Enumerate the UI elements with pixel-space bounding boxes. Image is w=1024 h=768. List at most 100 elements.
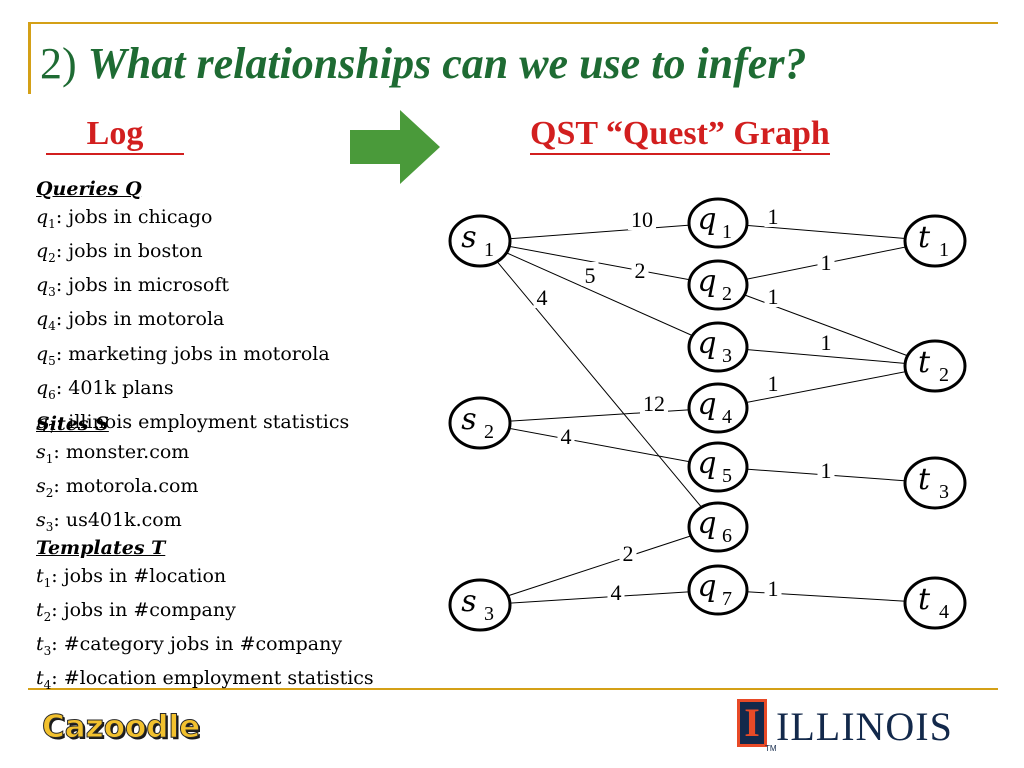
edge-label-bg [607,579,625,603]
edge-s1-q2 [479,240,719,286]
node-label-q4: q [697,387,716,422]
edge-q4-t2 [717,365,936,409]
node-label-q3: q [697,326,716,361]
node-circle [448,578,512,632]
queries-item-q4: q4: jobs in motorola [36,308,225,334]
sites-heading: Sites S [36,413,109,435]
queries-list: Queries Q q1: jobs in chicago q2: jobs in… [36,176,349,444]
title-number: 2) [40,39,77,88]
graph-heading: QST “Quest” Graph [530,115,830,155]
node-circle [687,321,749,373]
trademark: TM [765,744,777,753]
edge-weight-q7-t4: 1 [768,576,779,601]
node-label-t1: t [918,220,931,255]
queries-item-q7: q7: illinois employment statistics [36,411,350,437]
node-circle [448,396,512,450]
edge-q1-t1 [717,222,936,242]
node-circle [687,441,749,493]
edge-weight-s2-q5: 4 [561,424,572,449]
edge-label-bg [817,329,835,353]
node-subscript-t2: 2 [939,364,949,386]
edge-label-bg [533,284,551,308]
queries-item-q1: q1: jobs in chicago [36,205,213,231]
edge-label-bg [817,457,835,481]
node-subscript-s2: 2 [484,421,494,443]
node-label-s1: s [461,220,476,255]
edge-weight-s3-q7: 4 [611,580,622,605]
sites-item-s3: s3: us401k.com [36,509,182,534]
edge-label-bg [817,249,835,273]
edge-weight-s3-q6: 2 [623,541,634,566]
edge-weight-q3-t2: 1 [821,330,832,355]
node-subscript-q7: 7 [722,588,732,610]
node-label-q5: q [697,446,716,481]
node-subscript-q2: 2 [722,283,732,305]
edge-weight-q1-t1: 1 [768,204,779,229]
edge-weight-s2-q4: 12 [643,391,665,416]
templates-item-t2: t2: jobs in #company [36,598,236,624]
templates-item-t1: t1: jobs in #location [36,564,227,590]
edge-s3-q7 [479,589,719,606]
queries-item-q6: q6: 401k plans [36,376,174,402]
edge-weight-s1-q3: 5 [585,263,596,288]
node-circle [448,214,512,268]
sites-item-s2: s2: motorola.com [36,474,199,500]
node-subscript-t3: 3 [939,481,949,503]
node-subscript-t4: 4 [939,601,949,623]
node-label-t4: t [918,582,931,617]
node-label-q6: q [697,506,716,541]
edge-q2-t2 [717,284,936,367]
edge-weight-q2-t1: 1 [821,250,832,275]
title-question: What relationships can we use to infer? [87,39,807,88]
edge-q3-t2 [717,346,936,367]
footer-rule [28,688,998,690]
log-heading: Log [46,115,184,155]
right-arrow-icon [350,110,440,184]
node-label-t2: t [918,345,931,380]
node-subscript-t1: 1 [939,239,949,261]
queries-item-q2: q2: jobs in boston [36,239,203,265]
node-circle [687,382,749,434]
edge-s2-q4 [479,407,719,424]
node-subscript-q4: 4 [722,406,732,428]
edge-label-bg [764,203,782,227]
svg-text:Cazoodle: Cazoodle [44,711,200,745]
node-label-q2: q [697,264,716,299]
svg-text:Cazoodle: Cazoodle [42,709,200,745]
edge-label-bg [581,262,599,286]
templates-heading: Templates T [36,537,166,559]
queries-heading: Queries Q [36,178,142,200]
node-circle [687,564,749,616]
edge-s1-q3 [479,240,719,348]
node-subscript-s3: 3 [484,603,494,625]
edge-label-bg [557,423,575,447]
node-circle [903,214,967,268]
cazoodle-logo: Cazoodle Cazoodle [42,709,201,746]
slide-title: 2) What relationships can we use to infe… [40,38,806,89]
node-label-s3: s [461,584,476,619]
node-subscript-q6: 6 [722,525,732,547]
edge-weight-s1-q1: 10 [631,207,653,232]
node-circle [687,197,749,249]
templates-item-t4: t4: #location employment statistics [36,667,374,693]
node-subscript-q5: 5 [722,465,732,487]
sites-item-s1: s1: monster.com [36,440,190,466]
queries-item-q5: q5: marketing jobs in motorola [36,342,330,368]
edge-label-bg [764,575,782,599]
queries-item-q3: q3: jobs in microsoft [36,274,230,299]
edge-label-bg [764,283,782,307]
node-circle [903,576,967,630]
illinois-wordmark: ILLINOIS [776,704,953,749]
illinois-block-i: I [744,700,760,745]
edge-s3-q6 [479,526,719,606]
